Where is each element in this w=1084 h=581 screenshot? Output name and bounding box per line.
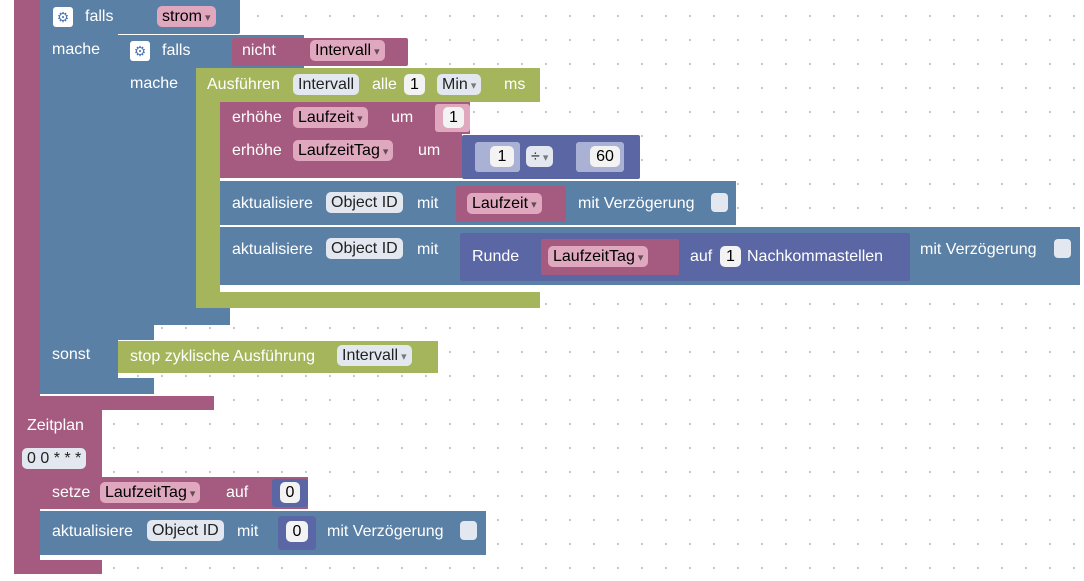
increment-var-2[interactable]: LaufzeitTag bbox=[293, 140, 394, 161]
set-label: setze bbox=[52, 484, 91, 501]
interval-value[interactable]: 1 bbox=[404, 74, 425, 95]
inner-if-spine bbox=[118, 35, 196, 325]
update-delay-label: mit Verzögerung bbox=[578, 195, 695, 212]
condition-var-intervall[interactable]: Intervall bbox=[310, 40, 385, 61]
update-block-3[interactable] bbox=[40, 511, 486, 555]
update-label-3: aktualisiere bbox=[52, 523, 133, 540]
update-label-2: aktualisiere bbox=[232, 241, 313, 258]
round-decimals-label: Nachkommastellen bbox=[747, 248, 884, 265]
delay-checkbox[interactable] bbox=[711, 193, 728, 212]
set-value[interactable]: 0 bbox=[280, 482, 300, 503]
gear-icon[interactable]: ⚙ bbox=[130, 41, 150, 61]
inner-if-bottom bbox=[118, 308, 230, 325]
update-var[interactable]: Laufzeit bbox=[467, 193, 542, 214]
increment-by-label: um bbox=[391, 109, 414, 126]
operator-dropdown[interactable]: ÷ bbox=[526, 146, 554, 167]
update-with-label: mit bbox=[417, 195, 439, 212]
arithmetic-a[interactable]: 1 bbox=[490, 146, 514, 167]
update-object-id[interactable]: Object ID bbox=[326, 192, 403, 213]
update-delay-label-2: mit Verzögerung bbox=[920, 241, 1037, 258]
if-label: falls bbox=[85, 8, 114, 25]
interval-run-label: Ausführen bbox=[207, 76, 280, 93]
interval-name[interactable]: Intervall bbox=[293, 74, 360, 95]
delay-checkbox[interactable] bbox=[460, 521, 477, 540]
increment-label: erhöhe bbox=[232, 109, 282, 126]
event-block-spine[interactable] bbox=[14, 0, 40, 410]
increment-var[interactable]: Laufzeit bbox=[293, 107, 368, 128]
interval-block[interactable] bbox=[196, 68, 540, 102]
stop-label: stop zyklische Ausführung bbox=[130, 348, 315, 365]
interval-every-label: alle bbox=[372, 76, 397, 93]
cron-field[interactable]: 0 0 * * * bbox=[22, 448, 87, 469]
round-var[interactable]: LaufzeitTag bbox=[548, 246, 649, 267]
update-delay-label-3: mit Verzögerung bbox=[327, 523, 444, 540]
if-block-bottom bbox=[40, 378, 154, 394]
update-object-id-2[interactable]: Object ID bbox=[326, 238, 403, 259]
event-block-bottom bbox=[14, 396, 214, 410]
increment-label-2: erhöhe bbox=[232, 142, 282, 159]
set-to-label: auf bbox=[226, 484, 249, 501]
update-with-label-3: mit bbox=[237, 523, 259, 540]
update-value-3[interactable]: 0 bbox=[286, 521, 308, 542]
schedule-spine bbox=[14, 410, 40, 574]
interval-bottom bbox=[196, 292, 540, 308]
schedule-label: Zeitplan bbox=[27, 417, 84, 434]
delay-checkbox[interactable] bbox=[1054, 239, 1071, 258]
increment-value[interactable]: 1 bbox=[443, 107, 464, 128]
interval-unit-dropdown[interactable]: Min bbox=[437, 74, 482, 95]
increment-by-label-2: um bbox=[418, 142, 441, 159]
update-with-label-2: mit bbox=[417, 241, 439, 258]
else-label: sonst bbox=[52, 346, 91, 363]
interval-spine bbox=[196, 68, 220, 308]
gear-icon[interactable]: ⚙ bbox=[53, 7, 73, 27]
round-to-label: auf bbox=[690, 248, 713, 265]
set-var[interactable]: LaufzeitTag bbox=[100, 482, 201, 503]
update-label: aktualisiere bbox=[232, 195, 313, 212]
round-label: Runde bbox=[472, 248, 520, 265]
schedule-bottom bbox=[14, 560, 102, 574]
arithmetic-b[interactable]: 60 bbox=[590, 146, 620, 167]
inner-do-label: mache bbox=[130, 75, 179, 92]
inner-if-label: falls bbox=[162, 42, 191, 59]
condition-var-strom[interactable]: strom bbox=[157, 6, 216, 27]
round-block[interactable] bbox=[460, 233, 910, 281]
do-label: mache bbox=[52, 41, 101, 58]
not-label: nicht bbox=[242, 42, 276, 59]
interval-ms-label: ms bbox=[504, 76, 526, 93]
stop-interval-name[interactable]: Intervall bbox=[337, 345, 412, 366]
round-digits[interactable]: 1 bbox=[720, 246, 741, 267]
update-object-id-3[interactable]: Object ID bbox=[147, 520, 224, 541]
